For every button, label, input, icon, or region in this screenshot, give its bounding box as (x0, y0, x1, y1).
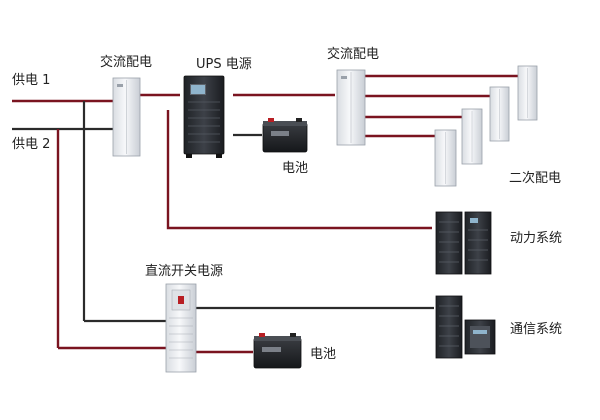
power-system-label: 动力系统 (510, 231, 562, 246)
wires (12, 74, 518, 354)
comm-system-label: 通信系统 (510, 322, 562, 337)
ac-to-power-system-line (166, 110, 432, 230)
ac-distribution-left-label: 交流配电 (100, 54, 152, 70)
ups-label: UPS 电源 (196, 57, 252, 72)
supply2-label: 供电 2 (12, 137, 50, 152)
power-rack-1 (435, 211, 463, 275)
ac-distribution-cabinet-right (336, 69, 366, 146)
dc-switch-power-cabinet (165, 283, 197, 373)
power-rack-2 (464, 211, 492, 275)
battery-top-icon (262, 118, 308, 153)
secondary-cabinet-2 (489, 86, 510, 142)
secondary-distribution-label: 二次配电 (509, 170, 561, 186)
ac-distribution-cabinet-left (112, 77, 141, 157)
secondary-cabinet-1 (517, 65, 538, 121)
battery-top-label: 电池 (282, 161, 308, 176)
ups-unit (183, 75, 225, 158)
comm-system-equipment (435, 295, 496, 359)
secondary-cabinet-4 (434, 129, 457, 187)
comm-unit (464, 319, 496, 355)
secondary-distribution-cabinets (434, 65, 538, 187)
power-system-racks (435, 211, 492, 275)
secondary-cabinet-3 (461, 108, 483, 165)
battery-bottom-label: 电池 (310, 347, 336, 362)
ac-distribution-right-label: 交流配电 (327, 46, 379, 62)
supply1-label: 供电 1 (12, 73, 50, 88)
battery-bottom-icon (253, 333, 302, 369)
dc-switch-power-label: 直流开关电源 (145, 264, 223, 279)
comm-rack (435, 295, 463, 359)
